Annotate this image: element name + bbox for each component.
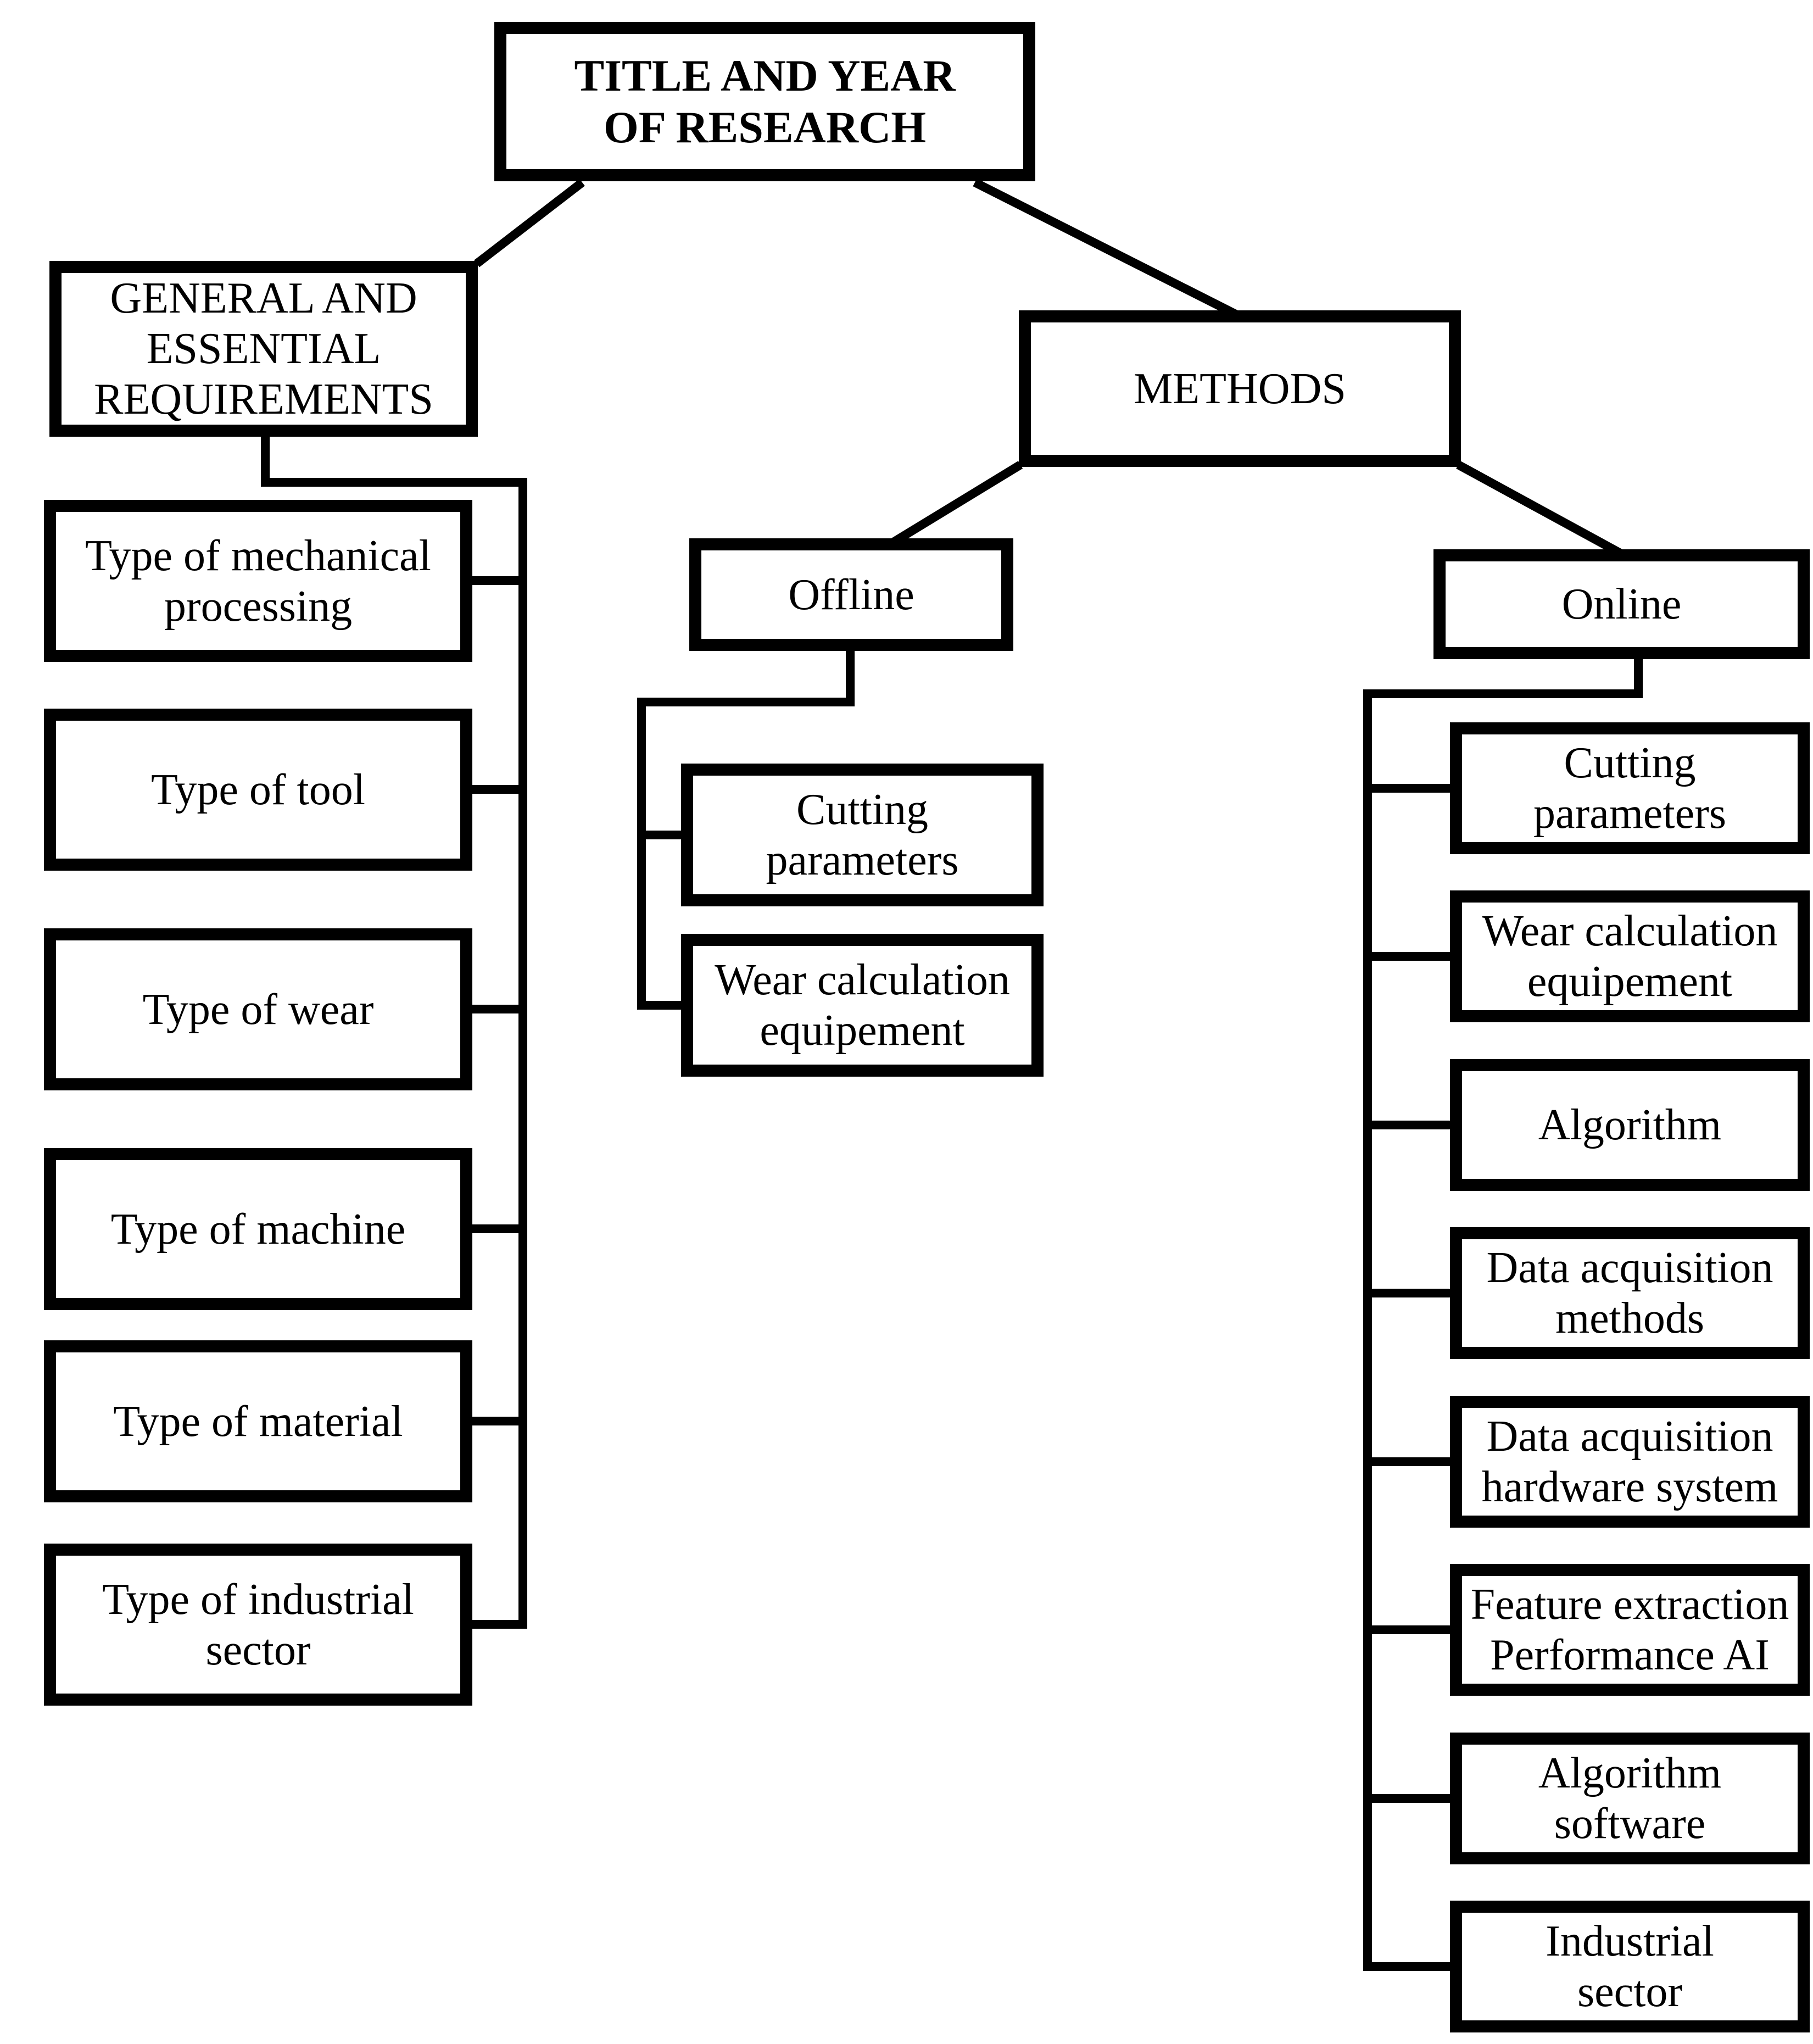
node-online-feature-extraction-performance-ai: Feature extraction Performance AI [1450,1564,1810,1696]
connector-general-stub [261,436,270,487]
connector-online-stub [1634,659,1643,698]
connector-online-horizontal [1363,689,1643,698]
node-general-and-essential-requirements: GENERAL AND ESSENTIAL REQUIREMENTS [49,261,478,437]
node-type-of-mechanical-processing: Type of mechanical processing [44,500,472,662]
node-offline-wear-calculation-equipement: Wear calculation equipement [681,934,1044,1077]
node-online-data-acquisition-methods: Data acquisition methods [1450,1227,1810,1359]
diagonal-line-title-to-methods [973,178,1238,319]
node-methods: METHODS [1019,310,1461,467]
node-type-of-wear: Type of wear [44,928,472,1090]
node-online-data-acquisition-hardware-system: Data acquisition hardware system [1450,1396,1810,1528]
connector-stub-offline-cutting-parameters [637,831,690,839]
connector-stub-online-data-acquisition-hardware [1363,1457,1457,1466]
node-online-cutting-parameters: Cutting parameters [1450,722,1810,854]
connector-stub-material [470,1417,525,1425]
node-type-of-machine: Type of machine [44,1148,472,1310]
connector-stub-tool [470,785,525,794]
node-online-industrial-sector: Industrial sector [1450,1901,1810,2032]
connector-stub-online-industrial-sector [1363,1962,1457,1971]
connector-offline-spine [637,698,646,1010]
connector-stub-online-cutting-parameters [1363,784,1457,793]
diagonal-line-methods-to-offline [890,461,1023,547]
connector-stub-wear [470,1005,525,1013]
diagonal-line-title-to-general [474,179,585,268]
connector-stub-online-algorithm-software [1363,1794,1457,1803]
connector-left-spine [518,478,527,1629]
node-offline-cutting-parameters: Cutting parameters [681,764,1044,906]
node-online: Online [1433,549,1810,659]
node-offline: Offline [689,538,1013,651]
connector-online-spine [1363,689,1372,1971]
node-title-and-year-of-research: TITLE AND YEAR OF RESEARCH [494,22,1035,181]
connector-stub-online-data-acquisition-methods [1363,1289,1457,1297]
connector-stub-online-feature-extraction [1363,1625,1457,1634]
node-type-of-tool: Type of tool [44,709,472,871]
connector-stub-industrial-sector [470,1620,525,1629]
node-online-wear-calculation-equipement: Wear calculation equipement [1450,890,1810,1022]
connector-stub-mechanical-processing [470,576,525,585]
diagonal-line-methods-to-online [1456,460,1624,558]
connector-general-horizontal [261,478,527,487]
connector-stub-offline-wear-calculation [637,1001,690,1010]
connector-offline-horizontal [637,698,855,706]
node-online-algorithm: Algorithm [1450,1059,1810,1191]
connector-offline-stub [846,651,855,706]
node-type-of-material: Type of material [44,1340,472,1502]
node-online-algorithm-software: Algorithm software [1450,1733,1810,1864]
connector-stub-online-wear-calculation [1363,952,1457,961]
connector-stub-online-algorithm [1363,1121,1457,1129]
node-type-of-industrial-sector: Type of industrial sector [44,1544,472,1706]
connector-stub-machine [470,1224,525,1233]
